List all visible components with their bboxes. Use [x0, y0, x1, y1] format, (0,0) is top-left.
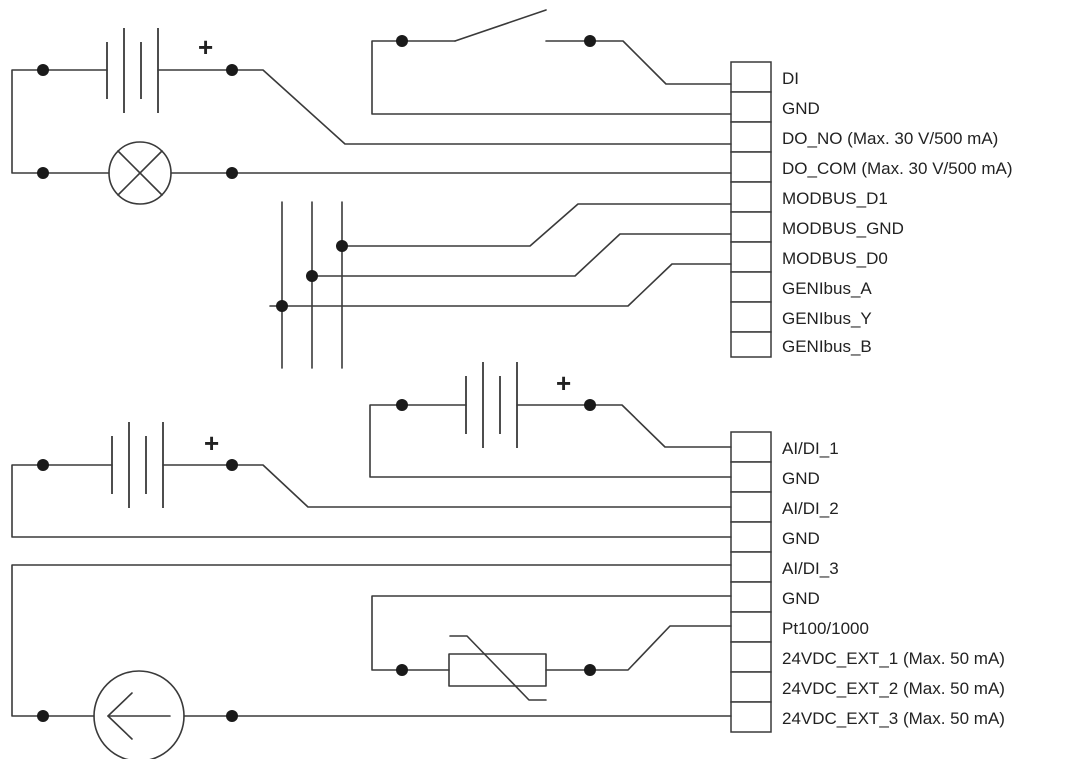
terminal-label: AI/DI_1: [782, 439, 839, 458]
terminal-label: GND: [782, 529, 820, 548]
terminal-gnd: [730, 581, 772, 613]
wire: [371, 40, 732, 115]
terminal-gnd: [730, 91, 772, 123]
current-source-icon: [93, 670, 185, 759]
terminal-pt100: [730, 611, 772, 643]
battery-icon: [465, 362, 518, 448]
thermistor-icon: [448, 635, 547, 701]
terminal-label: GENIbus_Y: [782, 309, 872, 328]
junction-dot: [396, 399, 408, 411]
junction-dot: [584, 399, 596, 411]
junction-dot: [584, 664, 596, 676]
wire: [269, 263, 732, 307]
junction-dot: [37, 710, 49, 722]
wire: [371, 595, 732, 671]
ai-di-1-circuit: +: [369, 362, 732, 478]
wire: [589, 625, 732, 671]
ai-di-3-circuit: [11, 564, 732, 759]
plus-sign: +: [556, 368, 571, 398]
junction-dot: [396, 664, 408, 676]
wire: [11, 69, 44, 174]
pt100-circuit: [371, 595, 732, 701]
terminal-label: Pt100/1000: [782, 619, 869, 638]
terminal-24vdc-ext-2: [730, 671, 772, 703]
wire: [589, 404, 732, 448]
terminal-label: DO_COM (Max. 30 V/500 mA): [782, 159, 1013, 178]
terminal-label: MODBUS_D1: [782, 189, 888, 208]
junction-dot: [276, 300, 288, 312]
junction-dot: [226, 64, 238, 76]
terminal-modbus-gnd: [730, 211, 772, 243]
wire: [311, 233, 732, 277]
terminal-label: DI: [782, 69, 799, 88]
lamp-icon: [108, 141, 172, 205]
terminal-gnd: [730, 521, 772, 553]
terminal-label: 24VDC_EXT_3 (Max. 50 mA): [782, 709, 1005, 728]
junction-dot: [37, 459, 49, 471]
terminal-block-1: DI GND DO_NO (Max. 30 V/500 mA) DO_COM (…: [730, 61, 1013, 358]
bus-circuit: [269, 201, 732, 369]
terminal-modbus-d1: [730, 181, 772, 213]
terminal-modbus-d0: [730, 241, 772, 273]
terminal-label: GND: [782, 99, 820, 118]
junction-dot: [396, 35, 408, 47]
junction-dot: [306, 270, 318, 282]
wire: [369, 404, 732, 478]
terminal-do-no: [730, 121, 772, 153]
terminal-label: GENIbus_A: [782, 279, 872, 298]
terminal-ai-di-2: [730, 491, 772, 523]
terminal-genibus-b: [730, 331, 772, 358]
wire: [11, 564, 732, 717]
switch-blade: [454, 9, 547, 42]
terminal-label: MODBUS_GND: [782, 219, 904, 238]
terminal-block-2: AI/DI_1 GND AI/DI_2 GND AI/DI_3 GND Pt10…: [730, 431, 1005, 733]
wire: [589, 40, 732, 85]
junction-dot: [226, 459, 238, 471]
wire: [341, 203, 732, 247]
terminal-label: 24VDC_EXT_1 (Max. 50 mA): [782, 649, 1005, 668]
plus-sign: +: [204, 428, 219, 458]
junction-dot: [37, 167, 49, 179]
terminal-ai-di-3: [730, 551, 772, 583]
plus-sign: +: [198, 32, 213, 62]
junction-dot: [584, 35, 596, 47]
terminal-do-com: [730, 151, 772, 183]
terminal-label: GND: [782, 589, 820, 608]
terminal-di: [730, 61, 772, 93]
switch-circuit: [371, 9, 732, 115]
junction-dot: [226, 167, 238, 179]
terminal-24vdc-ext-3: [730, 701, 772, 733]
terminal-label: DO_NO (Max. 30 V/500 mA): [782, 129, 998, 148]
terminal-label: 24VDC_EXT_2 (Max. 50 mA): [782, 679, 1005, 698]
terminal-ai-di-1: [730, 431, 772, 463]
battery-icon: [111, 422, 164, 508]
junction-dot: [37, 64, 49, 76]
battery-icon: [106, 28, 159, 113]
terminal-label: GENIbus_B: [782, 337, 872, 356]
wire: [231, 464, 732, 508]
terminal-gnd: [730, 461, 772, 493]
digital-output-circuit: +: [11, 28, 732, 205]
terminal-label: MODBUS_D0: [782, 249, 888, 268]
ai-di-2-circuit: +: [11, 422, 732, 538]
terminal-label: GND: [782, 469, 820, 488]
junction-dot: [336, 240, 348, 252]
junction-dot: [226, 710, 238, 722]
terminal-genibus-y: [730, 301, 772, 333]
terminal-24vdc-ext-1: [730, 641, 772, 673]
terminal-label: AI/DI_3: [782, 559, 839, 578]
wire: [231, 69, 732, 145]
terminal-genibus-a: [730, 271, 772, 303]
wire: [11, 464, 732, 538]
terminal-label: AI/DI_2: [782, 499, 839, 518]
